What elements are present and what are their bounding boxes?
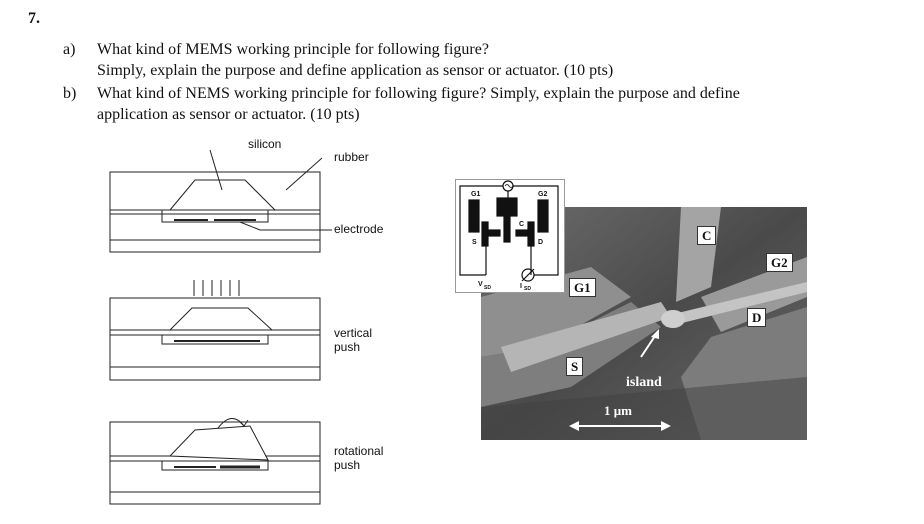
part-b-label: b) [63,85,77,102]
sem-label-g2: G2 [766,253,793,272]
inset-label-g2: G2 [538,191,547,198]
sem-label-g1: G1 [569,278,596,297]
inset-label-g1: G1 [471,191,480,198]
inset-label-vsd-sub: SD [484,285,491,291]
mems-panel-rest [109,149,332,253]
part-a-line1: What kind of MEMS working principle for … [97,41,489,58]
part-b-line1: What kind of NEMS working principle for … [97,85,740,102]
question-number: 7. [28,10,40,27]
label-silicon: silicon [248,137,281,151]
circuit-inset: G1 G2 S D C V SD I SD [455,179,565,293]
label-vertical: vertical [334,326,372,340]
label-electrode: electrode [334,222,384,236]
inset-label-d: D [538,239,543,246]
part-a-label: a) [63,41,76,58]
inset-label-isd-sub: SD [524,286,531,292]
sem-label-c: C [697,226,717,245]
inset-label-vsd: V [478,281,483,288]
mems-panel-vertical [109,280,321,381]
label-rubber: rubber [334,150,369,164]
sem-scale-bar-label: 1 μm [604,403,632,418]
sem-label-s: S [566,357,584,376]
inset-label-s: S [472,239,477,246]
label-vertical-push: push [334,340,360,354]
mems-figure: silicon rubber electrode vertical push r… [109,137,384,505]
label-rotational: rotational [334,444,383,458]
sem-label-d: D [747,308,767,327]
label-rotational-push: push [334,458,360,472]
sem-label-island: island [626,375,662,390]
inset-label-c: C [519,221,524,228]
mems-panel-rotational [109,418,321,505]
part-b-line2: application as sensor or actuator. (10 p… [97,106,360,123]
inset-label-isd: I [520,283,522,290]
part-a-line2: Simply, explain the purpose and define a… [97,62,614,79]
